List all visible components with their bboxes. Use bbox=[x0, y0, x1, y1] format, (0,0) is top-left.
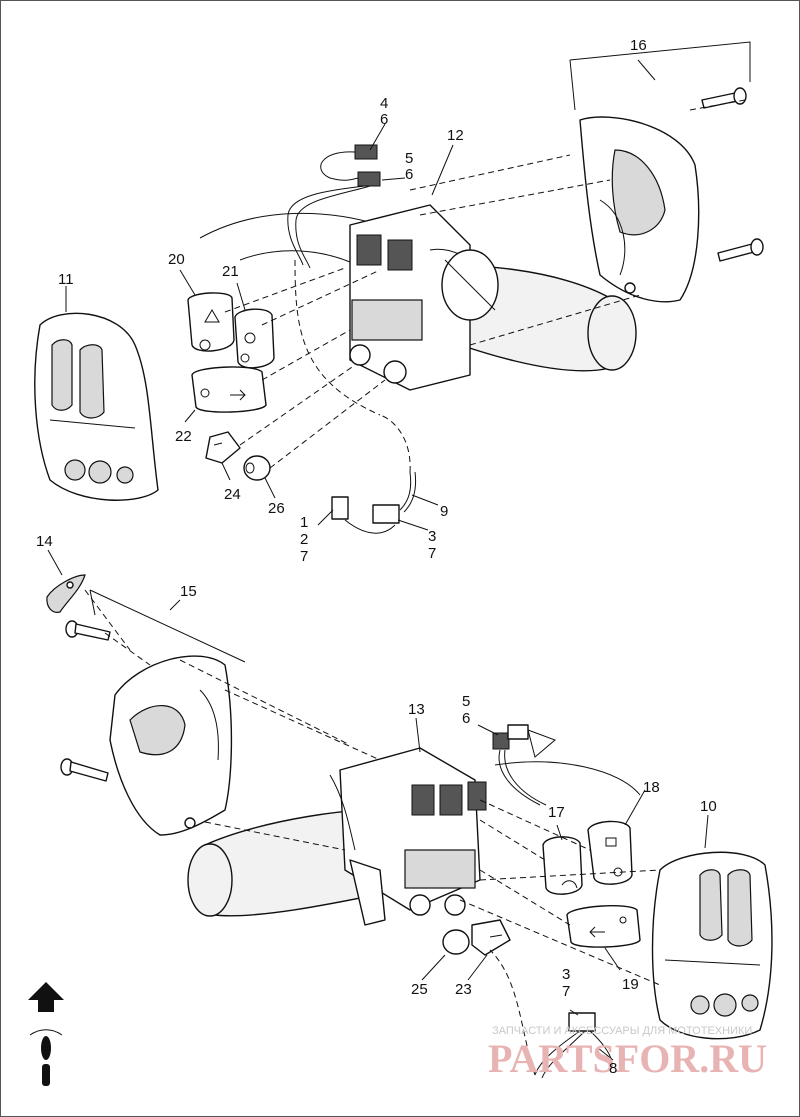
turn-signal-switch-cap-right bbox=[191, 366, 267, 413]
headlamp-switch-cap bbox=[587, 820, 633, 885]
upper-callout-5: 5 bbox=[405, 150, 413, 167]
lower-wire-connector bbox=[492, 724, 556, 806]
upper-callout-12: 12 bbox=[447, 127, 464, 144]
lower-callout-3: 3 bbox=[562, 966, 570, 983]
upper-callout-21: 21 bbox=[222, 263, 239, 280]
upper-callout-24: 24 bbox=[224, 486, 241, 503]
lower-callout-5: 5 bbox=[462, 693, 470, 710]
lower-switch-housing-cover-10 bbox=[651, 851, 773, 1040]
lower-wiring-harness bbox=[489, 949, 613, 1079]
lower-callout-10: 10 bbox=[700, 798, 717, 815]
upper-callout-3: 3 bbox=[428, 528, 436, 545]
upper-callout-26: 26 bbox=[268, 500, 285, 517]
lower-bottom-screw bbox=[60, 758, 109, 782]
lower-top-screw bbox=[65, 620, 111, 641]
small-button-cap-24 bbox=[205, 431, 241, 464]
upper-wiring-harness bbox=[331, 414, 417, 534]
upper-leader-lines bbox=[65, 41, 751, 531]
lower-callout-19: 19 bbox=[622, 976, 639, 993]
hazard-switch-cap bbox=[187, 292, 235, 352]
upper-callout-16: 16 bbox=[630, 37, 647, 54]
upper-housing-cover bbox=[579, 116, 700, 303]
lower-callout-23: 23 bbox=[455, 981, 472, 998]
lower-guide-lines bbox=[84, 589, 661, 986]
lower-callout-13: 13 bbox=[408, 701, 425, 718]
lower-housing-cover bbox=[109, 655, 233, 836]
cruise-switch-cap bbox=[234, 308, 275, 369]
upper-wire-connectors bbox=[287, 144, 381, 269]
round-button-cap-25 bbox=[442, 929, 470, 955]
lower-callout-25: 25 bbox=[411, 981, 428, 998]
turn-signal-switch-cap-left bbox=[566, 905, 641, 948]
upper-callout-1: 1 bbox=[300, 514, 308, 531]
motorcycle-forward-arrow-icon bbox=[28, 982, 64, 1086]
upper-callout-22: 22 bbox=[175, 428, 192, 445]
upper-switch-housing-cover-11 bbox=[34, 312, 159, 501]
lower-callout-17: 17 bbox=[548, 804, 565, 821]
lower-leader-lines bbox=[47, 549, 709, 1061]
upper-callout-7: 7 bbox=[428, 545, 436, 562]
upper-callout-6: 6 bbox=[405, 166, 413, 183]
lever-piece-14 bbox=[46, 574, 86, 613]
horn-switch-cap bbox=[542, 836, 583, 895]
upper-callout-2: 2 bbox=[300, 531, 308, 548]
upper-callout-4: 4 bbox=[380, 95, 388, 112]
upper-top-screw bbox=[701, 87, 747, 109]
upper-bottom-screw bbox=[717, 238, 764, 262]
button-cap-23 bbox=[471, 919, 511, 956]
upper-callout-9: 9 bbox=[440, 503, 448, 520]
lower-callout-7: 7 bbox=[562, 983, 570, 1000]
upper-guide-lines bbox=[224, 99, 746, 469]
upper-callout-20: 20 bbox=[168, 251, 185, 268]
round-button-cap-26 bbox=[243, 455, 271, 481]
watermark-brand: PARTSFOR.RU bbox=[488, 1036, 767, 1081]
watermark-caption: ЗАПЧАСТИ И АКСЕССУАРЫ ДЛЯ МОТОТЕХНИКИ bbox=[492, 1025, 752, 1037]
lower-callout-18: 18 bbox=[643, 779, 660, 796]
lower-callout-14: 14 bbox=[36, 533, 53, 550]
lower-callout-15: 15 bbox=[180, 583, 197, 600]
upper-callout-7: 7 bbox=[300, 548, 308, 565]
watermark: ЗАПЧАСТИ И АКСЕССУАРЫ ДЛЯ МОТОТЕХНИКИ PA… bbox=[488, 1025, 767, 1081]
lower-callout-8: 8 bbox=[609, 1060, 617, 1077]
upper-callout-11: 11 bbox=[58, 271, 74, 288]
upper-switch-housing bbox=[349, 204, 499, 391]
lower-callout-6: 6 bbox=[462, 710, 470, 727]
upper-callout-6: 6 bbox=[380, 111, 388, 128]
